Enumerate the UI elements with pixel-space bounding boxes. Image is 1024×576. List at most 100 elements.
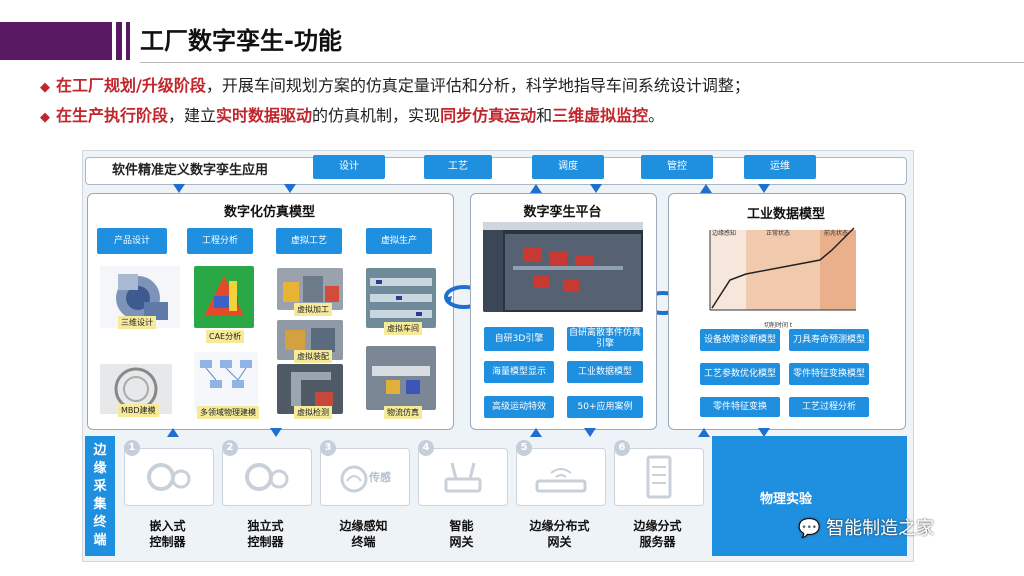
- device-card: 传感: [320, 448, 410, 506]
- model-process-optimization: 工艺参数优化模型: [700, 363, 780, 385]
- bullet-execution: ◆在生产执行阶段，建立实时数据驱动的仿真机制，实现同步仿真运动和三维虚拟监控。: [40, 106, 665, 125]
- device-number: 6: [614, 440, 630, 456]
- gear-icon: [245, 463, 289, 491]
- device-label: 嵌入式控制器: [149, 519, 186, 549]
- digital-twin-platform-title: 数字孪生平台: [523, 205, 602, 220]
- diamond-bullet-icon: ◆: [40, 110, 50, 125]
- device-embedded-controller: 1 嵌入式控制器: [120, 436, 215, 556]
- logistics-simulation-image: [366, 346, 436, 410]
- caption-virtual-workshop: 虚拟车间: [384, 322, 422, 335]
- multidomain-modeling-image: [194, 352, 258, 412]
- device-number: 4: [418, 440, 434, 456]
- chart-label-edge: 边缘感知: [712, 230, 737, 237]
- arrow-up-icon: [530, 428, 542, 437]
- industrial-data-model-title: 工业数据模型: [746, 207, 825, 222]
- page-title: 工厂数字孪生-功能: [140, 27, 342, 55]
- virtual-workshop-image: [366, 268, 436, 328]
- caption-cae-analysis: CAE分析: [206, 330, 245, 343]
- device-label: 边缘感知终端: [339, 519, 388, 549]
- caption-mbd-modeling: MBD建模: [118, 404, 159, 417]
- header-accent-stripe: [116, 22, 122, 60]
- arrow-down-icon: [270, 428, 282, 437]
- arrow-down-icon: [284, 184, 296, 193]
- arrow-up-icon: [167, 428, 179, 437]
- model-tool-life: 刀具寿命预测模型: [789, 329, 869, 351]
- chart-xlabel: 切削时间 t: [764, 322, 793, 329]
- arrow-up-icon: [698, 428, 710, 437]
- bullet-planning: ◆在工厂规划/升级阶段，开展车间规划方案的仿真定量评估和分析，科学地指导车间系统…: [40, 76, 750, 95]
- device-edge-distributed-gateway: 5 边缘分布式网关: [512, 436, 607, 556]
- sensor-icon: [340, 465, 368, 493]
- physical-experiment-label: 物理实验: [760, 492, 813, 507]
- tag-design: 设计: [313, 155, 385, 179]
- device-card: [418, 448, 508, 506]
- device-smart-gateway: 4 智能网关: [414, 436, 509, 556]
- device-number: 3: [320, 440, 336, 456]
- device-edge-sensing-terminal: 传感 3 边缘感知终端: [316, 436, 411, 556]
- device-edge-server: 6 边缘分式服务器: [610, 436, 705, 556]
- model-feature-transform: 零件特征变换模型: [789, 363, 869, 385]
- arrow-down-icon: [584, 428, 596, 437]
- wifi-gateway-icon: [535, 468, 587, 493]
- tag-process: 工艺: [424, 155, 492, 179]
- chart-label-precursor: 前兆状态: [824, 230, 849, 237]
- arrow-down-icon: [758, 428, 770, 437]
- server-icon: [646, 455, 672, 499]
- sensor-icon-text: 传感: [369, 471, 391, 484]
- header-accent-bar: [0, 22, 112, 60]
- arrow-up-icon: [530, 184, 542, 193]
- category-engineering-analysis: 工程分析: [187, 228, 253, 254]
- edge-terminal-label: 边缘采集终端: [85, 436, 115, 556]
- device-number: 1: [124, 440, 140, 456]
- platform-screenshot-image: [483, 222, 643, 312]
- tag-control: 管控: [641, 155, 713, 179]
- simulation-model-title: 数字化仿真模型: [223, 205, 315, 220]
- device-label: 智能网关: [449, 519, 474, 549]
- arrow-up-icon: [700, 184, 712, 193]
- device-standalone-controller: 2 独立式控制器: [218, 436, 313, 556]
- device-card: [516, 448, 606, 506]
- tag-scheduling: 调度: [532, 155, 604, 179]
- caption-virtual-inspection: 虚拟检测: [294, 406, 332, 419]
- caption-virtual-assembly: 虚拟装配: [294, 350, 332, 363]
- physical-experiment-block: [712, 436, 907, 556]
- header-divider: [140, 62, 1024, 63]
- category-virtual-process: 虚拟工艺: [276, 228, 342, 254]
- device-card: [614, 448, 704, 506]
- caption-virtual-machining: 虚拟加工: [294, 303, 332, 316]
- category-product-design: 产品设计: [97, 228, 167, 254]
- feature-3d-engine: 自研3D引擎: [484, 327, 554, 351]
- category-virtual-production: 虚拟生产: [366, 228, 432, 254]
- device-number: 5: [516, 440, 532, 456]
- feature-app-cases: 50+应用案例: [567, 396, 643, 418]
- device-card: [222, 448, 312, 506]
- diamond-bullet-icon: ◆: [40, 80, 50, 95]
- tag-maintenance: 运维: [744, 155, 816, 179]
- watermark: 💬 智能制造之家: [798, 518, 935, 539]
- app-definition-label: 软件精准定义数字孪生应用: [112, 163, 269, 178]
- caption-logistics-simulation: 物流仿真: [384, 406, 422, 419]
- arrow-down-icon: [173, 184, 185, 193]
- feature-massive-model-display: 海量模型显示: [484, 361, 554, 383]
- caption-multidomain-modeling: 多领域物理建模: [197, 406, 259, 419]
- gear-icon: [147, 463, 191, 491]
- arrow-down-icon: [590, 184, 602, 193]
- arrow-down-icon: [758, 184, 770, 193]
- feature-des-engine: 自研离散事件仿真引擎: [567, 327, 643, 351]
- device-number: 2: [222, 440, 238, 456]
- router-icon: [444, 462, 482, 493]
- model-process-analysis: 工艺过程分析: [789, 397, 869, 417]
- feature-motion-effects: 高级运动特效: [484, 396, 554, 418]
- device-card: [124, 448, 214, 506]
- device-label: 边缘分布式网关: [529, 519, 590, 549]
- device-label: 边缘分式服务器: [633, 519, 682, 549]
- virtual-inspection-image: [277, 364, 343, 414]
- cae-analysis-image: [194, 266, 254, 328]
- header-accent-stripe: [126, 22, 130, 60]
- model-fault-diagnosis: 设备故障诊断模型: [700, 329, 780, 351]
- wechat-icon: 💬: [798, 518, 821, 539]
- device-label: 独立式控制器: [247, 519, 284, 549]
- chart-label-normal: 正常状态: [766, 230, 791, 237]
- feature-industrial-data-model: 工业数据模型: [567, 361, 643, 383]
- model-feature-change: 零件特征变换: [700, 397, 780, 417]
